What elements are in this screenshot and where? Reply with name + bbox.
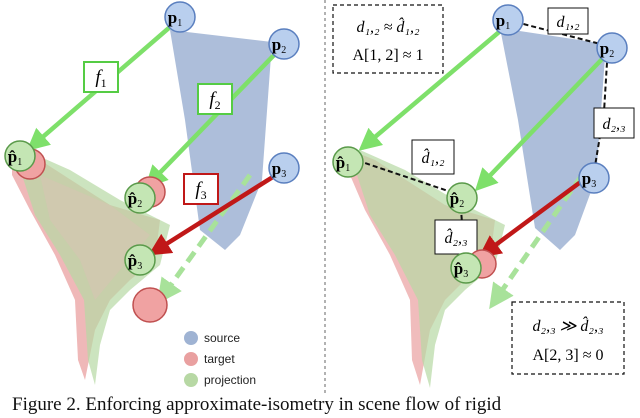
source-point-2: p2 xyxy=(268,28,300,60)
right-flow-arrow-2 xyxy=(474,54,607,192)
svg-text:p2: p2 xyxy=(600,39,614,60)
svg-text:d₁,₂ ≈ d̂₁,₂: d₁,₂ ≈ d̂₁,₂ xyxy=(356,17,419,36)
svg-text:d̂₁,₂: d̂₁,₂ xyxy=(421,148,445,167)
right-source-point-1: p1 xyxy=(492,4,524,36)
right-dashed-flow-arrow xyxy=(489,173,585,310)
svg-text:p̂3: p̂3 xyxy=(128,251,142,272)
source-point-cloud xyxy=(170,30,272,250)
svg-text:p̂2: p̂2 xyxy=(128,189,142,210)
equation-box-bottom: d₂,₃ ≫ d̂₂,₃ A[2, 3] ≈ 0 xyxy=(511,301,625,375)
svg-text:p1: p1 xyxy=(496,11,510,32)
right-projected-point-2: p̂2 xyxy=(446,182,478,214)
legend-swatch-target xyxy=(184,352,198,366)
source-point-3: p3 xyxy=(268,152,300,184)
svg-text:f3: f3 xyxy=(195,179,206,202)
distance-label-d12: d₁,₂ xyxy=(547,7,589,35)
distance-label-dhat23: d̂₂,₃ xyxy=(434,219,478,255)
right-source-point-3: p3 xyxy=(578,162,610,194)
svg-text:A[2, 3] ≈ 0: A[2, 3] ≈ 0 xyxy=(533,347,604,364)
left-panel: f1 f2 f3 p1 p2 p3 xyxy=(4,1,300,387)
svg-text:d₂,₃: d₂,₃ xyxy=(602,116,625,133)
right-projected-point-3: p̂3 xyxy=(450,252,482,284)
distance-label-dhat12: d̂₁,₂ xyxy=(411,139,455,175)
right-flow-arrow-3 xyxy=(478,173,592,258)
right-panel: d₁,₂ d₂,₃ d̂₁,₂ d̂₂,₃ p1 p2 p3 xyxy=(332,4,635,388)
flow-label-2: f2 xyxy=(197,83,233,115)
distance-label-d23: d₂,₃ xyxy=(593,107,635,139)
svg-text:p̂1: p̂1 xyxy=(336,153,350,174)
target-projection-speckle xyxy=(40,175,150,300)
svg-text:p3: p3 xyxy=(272,159,286,180)
legend-swatch-source xyxy=(184,331,198,345)
svg-text:d₂,₃ ≫ d̂₂,₃: d₂,₃ ≫ d̂₂,₃ xyxy=(533,316,604,335)
svg-text:p̂3: p̂3 xyxy=(454,259,468,280)
flow-arrow-2 xyxy=(144,51,278,189)
legend-swatch-projection xyxy=(184,373,198,387)
projected-point-3: p̂3 xyxy=(124,244,156,276)
legend: source target projection xyxy=(184,331,256,387)
legend-label-projection: projection xyxy=(204,373,256,387)
legend-label-source: source xyxy=(204,331,240,345)
flow-label-1: f1 xyxy=(83,61,119,93)
svg-text:p̂2: p̂2 xyxy=(450,189,464,210)
svg-text:p3: p3 xyxy=(582,169,596,190)
flow-label-3: f3 xyxy=(183,173,219,205)
right-projected-point-1: p̂1 xyxy=(332,146,364,178)
svg-text:p1: p1 xyxy=(168,8,182,29)
projected-point-2: p̂2 xyxy=(124,182,156,214)
svg-text:d₁,₂: d₁,₂ xyxy=(556,14,580,31)
svg-text:p2: p2 xyxy=(272,35,286,56)
target-point-3 xyxy=(132,287,168,323)
equation-box-top: d₁,₂ ≈ d̂₁,₂ A[1, 2] ≈ 1 xyxy=(332,4,444,74)
svg-text:f1: f1 xyxy=(95,67,106,90)
source-point-1: p1 xyxy=(164,1,196,33)
right-source-point-2: p2 xyxy=(596,32,628,64)
svg-text:f2: f2 xyxy=(209,89,220,112)
dashed-flow-arrow xyxy=(157,173,253,305)
svg-text:d̂₂,₃: d̂₂,₃ xyxy=(444,228,467,247)
right-flow-arrow-1 xyxy=(358,25,507,151)
flow-arrow-3 xyxy=(148,173,278,256)
right-source-point-cloud xyxy=(500,28,606,250)
figure-caption: Figure 2. Enforcing approximate-isometry… xyxy=(12,394,502,415)
svg-text:p̂1: p̂1 xyxy=(8,147,22,168)
figure-canvas: f1 f2 f3 p1 p2 p3 xyxy=(4,0,635,394)
legend-label-target: target xyxy=(204,352,235,366)
svg-text:A[1, 2] ≈ 1: A[1, 2] ≈ 1 xyxy=(353,47,424,64)
projected-point-1: p̂1 xyxy=(4,140,36,172)
